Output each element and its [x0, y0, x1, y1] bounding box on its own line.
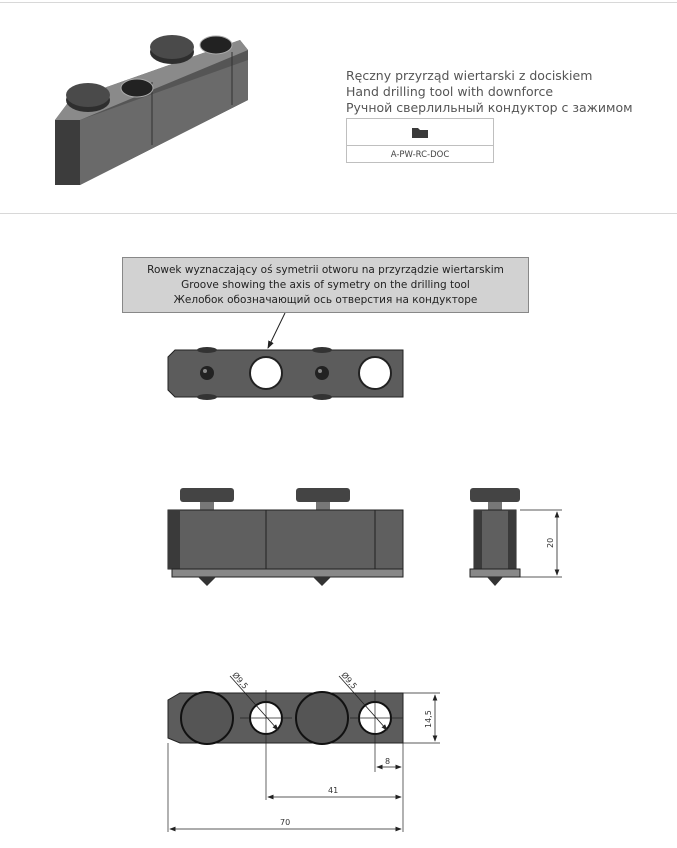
- side-view: 20: [469, 488, 562, 586]
- title-ru: Ручной сверлильный кондуктор с зажимом: [346, 100, 633, 115]
- callout-ru: Желобок обозначающий ось отверстия на ко…: [173, 293, 478, 306]
- bottom-view: Ø9,5 Ø9,5 14,5 8 41 70: [167, 670, 440, 832]
- folder-icon: [412, 127, 428, 138]
- groove-callout: Rowek wyznaczający oś symetrii otworu na…: [122, 257, 529, 313]
- dim-length: 70: [280, 818, 290, 827]
- product-code: A-PW-RC-DOC: [390, 150, 450, 160]
- front-view: [167, 488, 404, 586]
- product-image: [55, 35, 248, 185]
- top-view: [167, 347, 404, 400]
- divider: [0, 213, 677, 214]
- dim-width: 14,5: [424, 710, 433, 728]
- product-code-box: A-PW-RC-DOC: [346, 118, 494, 163]
- title-en: Hand drilling tool with downforce: [346, 84, 554, 99]
- dim-edge-offset: 8: [385, 757, 390, 766]
- title-pl: Ręczny przyrząd wiertarski z dociskiem: [346, 68, 593, 83]
- callout-pl: Rowek wyznaczający oś symetrii otworu na…: [147, 263, 504, 276]
- dim-height: 20: [546, 538, 555, 548]
- folder-button[interactable]: [347, 119, 493, 146]
- divider-top: [0, 2, 677, 3]
- callout-en: Groove showing the axis of symetry on th…: [181, 278, 470, 291]
- dim-hole-spacing: 41: [328, 786, 338, 795]
